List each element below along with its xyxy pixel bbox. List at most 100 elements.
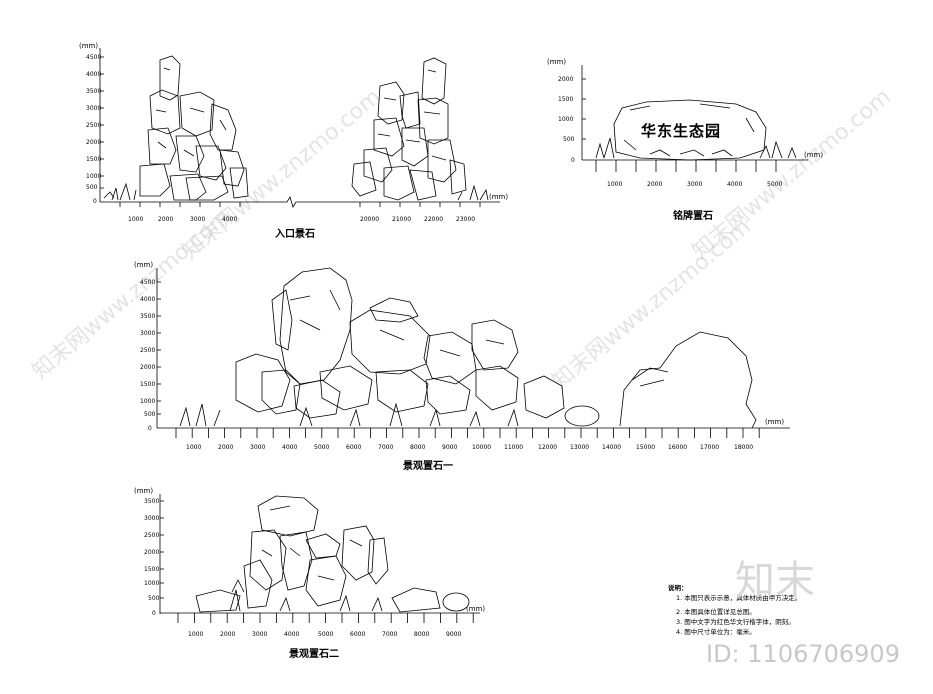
landscape1-y-tick: 4500 xyxy=(140,279,155,286)
entrance-y-tick: 0 xyxy=(93,198,97,205)
entrance-y-tick: 4000 xyxy=(86,71,101,78)
landscape1-x-tick: 5000 xyxy=(314,444,329,451)
plaque-x-unit: (mm) xyxy=(804,151,823,159)
landscape1-y-tick: 0 xyxy=(148,425,152,432)
notes-item: 2. 本图具体位置详见总图。 xyxy=(676,607,756,616)
plaque-x-tick: 5000 xyxy=(767,181,782,188)
landscape1-x-tick: 8000 xyxy=(410,444,425,451)
landscape1-y-tick: 3000 xyxy=(140,330,155,337)
landscape2-x-tick: 9000 xyxy=(446,631,461,638)
entrance-rock-left xyxy=(103,55,249,201)
entrance-x-tick: 20000 xyxy=(360,216,379,223)
landscape1-rock-group xyxy=(179,267,757,429)
entrance-y-tick-labels: 4500 4000 3500 3000 2500 2000 1500 1000 … xyxy=(86,54,101,205)
entrance-y-tick: 2500 xyxy=(86,122,101,129)
entrance-x-tick: 1000 xyxy=(128,216,143,223)
entrance-y-tick: 1000 xyxy=(86,173,101,180)
entrance-rock-elevation: (mm) 4500 4000 3500 3000 2500 2000 1500 … xyxy=(79,42,508,240)
landscape2-y-tick: 500 xyxy=(148,595,160,602)
landscape-rock-1-elevation: (mm) 4500 4000 3500 3000 2500 2000 1500 … xyxy=(134,261,790,472)
landscape2-x-tick: 2000 xyxy=(220,631,235,638)
entrance-rock-right xyxy=(351,57,489,201)
landscape1-x-tick: 3000 xyxy=(250,444,265,451)
landscape1-y-unit: (mm) xyxy=(134,261,153,269)
plaque-stone-elevation: (mm) 2000 1500 1000 500 0 1000 2000 3000… xyxy=(547,58,823,222)
landscape1-y-tick: 2000 xyxy=(140,364,155,371)
plaque-y-tick: 1000 xyxy=(558,116,573,123)
landscape1-x-tick: 15000 xyxy=(636,444,655,451)
plaque-inscription: 华东生态园 xyxy=(641,122,721,140)
landscape2-x-tick: 6000 xyxy=(350,631,365,638)
landscape1-x-unit: (mm) xyxy=(765,418,784,426)
landscape1-x-tick: 16000 xyxy=(668,444,687,451)
plaque-title: 铭牌置石 xyxy=(673,209,713,222)
notes-item: 1. 本图只表示示意，具体材质由甲方决定。 xyxy=(676,593,801,602)
plaque-x-tick: 2000 xyxy=(647,181,662,188)
landscape2-y-tick: 2500 xyxy=(144,532,159,539)
landscape1-x-tick: 2000 xyxy=(218,444,233,451)
plaque-x-tick: 4000 xyxy=(727,181,742,188)
landscape2-x-tick: 5000 xyxy=(318,631,333,638)
entrance-x-tick: 2000 xyxy=(158,216,173,223)
notes-block: 说明： 1. 本图只表示示意，具体材质由甲方决定。 2. 本图具体位置详见总图。… xyxy=(668,583,801,636)
landscape2-y-tick: 1500 xyxy=(144,566,159,573)
landscape1-x-tick: 9000 xyxy=(442,444,457,451)
entrance-y-tick: 3500 xyxy=(86,88,101,95)
landscape1-y-tick: 1000 xyxy=(140,398,155,405)
landscape1-x-tick: 12000 xyxy=(538,444,557,451)
landscape2-x-tick: 4000 xyxy=(284,631,299,638)
landscape2-x-tick: 1000 xyxy=(188,631,203,638)
entrance-x-tick: 21000 xyxy=(392,216,411,223)
landscape2-x-unit: (mm) xyxy=(466,605,485,613)
entrance-x-tick: 3000 xyxy=(190,216,205,223)
landscape2-y-unit: (mm) xyxy=(134,487,153,495)
plaque-stone xyxy=(613,99,767,161)
landscape1-x-tick: 7000 xyxy=(378,444,393,451)
entrance-y-tick: 1500 xyxy=(86,156,101,163)
landscape1-x-tick: 18000 xyxy=(734,444,753,451)
landscape1-x-tick: 14000 xyxy=(602,444,621,451)
plaque-x-tick: 1000 xyxy=(607,181,622,188)
plaque-y-unit: (mm) xyxy=(547,58,566,66)
landscape2-y-tick: 3000 xyxy=(144,515,159,522)
landscape1-y-tick: 3500 xyxy=(140,313,155,320)
landscape2-x-tick: 8000 xyxy=(414,631,429,638)
plaque-x-tick: 3000 xyxy=(687,181,702,188)
landscape1-x-tick: 10000 xyxy=(472,444,491,451)
landscape1-x-tick: 17000 xyxy=(700,444,719,451)
landscape1-x-tick: 11000 xyxy=(504,444,523,451)
landscape2-y-tick: 0 xyxy=(152,610,156,617)
site-watermark-4: 知末网www.znzmo.com xyxy=(688,84,896,264)
entrance-y-unit: (mm) xyxy=(79,42,98,50)
entrance-y-tick: 4500 xyxy=(86,54,101,61)
entrance-y-tick: 2000 xyxy=(86,139,101,146)
landscape1-y-tick: 4000 xyxy=(140,296,155,303)
landscape-rock-2-elevation: (mm) 3500 3000 2500 2000 1500 1000 500 0… xyxy=(134,487,485,660)
landscape2-x-tick: 7000 xyxy=(382,631,397,638)
entrance-x-tick: 23000 xyxy=(456,216,475,223)
landscape2-title: 景观置石二 xyxy=(289,648,339,660)
plaque-y-tick: 2000 xyxy=(558,76,573,83)
landscape1-x-tick: 4000 xyxy=(282,444,297,451)
landscape1-x-tick: 6000 xyxy=(346,444,361,451)
landscape2-y-tick: 1000 xyxy=(144,580,159,587)
landscape2-y-tick: 3500 xyxy=(144,498,159,505)
landscape2-x-tick: 3000 xyxy=(252,631,267,638)
plaque-y-tick: 500 xyxy=(563,136,575,143)
landscape1-title: 景观置石一 xyxy=(403,460,453,472)
brand-logo-text: 知末 xyxy=(735,558,815,604)
landscape2-rock-group xyxy=(195,495,470,613)
landscape1-y-tick: 500 xyxy=(144,411,156,418)
notes-item: 3. 图中文字为红色华文行楷字体，阴刻。 xyxy=(676,617,795,626)
id-label: ID: 1106706909 xyxy=(706,640,900,668)
entrance-y-tick: 3000 xyxy=(86,105,101,112)
plaque-y-tick: 1500 xyxy=(558,96,573,103)
entrance-x-tick: 22000 xyxy=(424,216,443,223)
notes-heading: 说明： xyxy=(668,583,688,592)
entrance-y-tick: 500 xyxy=(86,184,98,191)
landscape1-x-tick: 1000 xyxy=(186,444,201,451)
entrance-title: 入口景石 xyxy=(275,228,315,240)
landscape2-y-tick: 2000 xyxy=(144,549,159,556)
entrance-x-tick: 4000 xyxy=(222,216,237,223)
